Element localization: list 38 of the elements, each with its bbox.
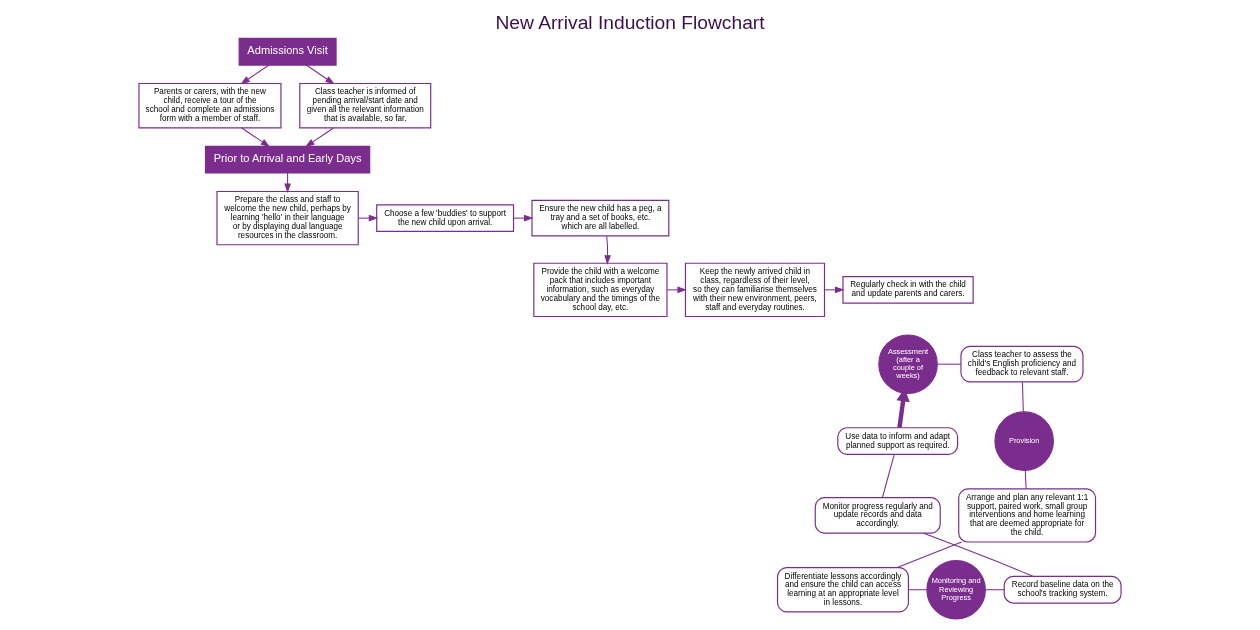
- arrow: [666, 286, 687, 294]
- arrow: [241, 127, 271, 148]
- connector: [984, 589, 1005, 591]
- connector: [1021, 381, 1024, 413]
- node-box: Differentiate lessons accordingly and ensure the child can access learning at an appropriate level in lessons.: [776, 566, 909, 613]
- connector: [923, 532, 1034, 577]
- arrow: [513, 214, 534, 222]
- arrow: [240, 64, 270, 85]
- diagram-title: New Arrival Induction Flowchart: [495, 12, 765, 34]
- node-box: Regularly check in with the child and update parents and carers.: [842, 275, 974, 304]
- arrow: [604, 235, 611, 265]
- arrow: [824, 286, 845, 294]
- arrow: [305, 127, 334, 148]
- connector: [1024, 469, 1027, 490]
- node-box: Prior to Arrival and Early Days: [204, 145, 371, 174]
- node-circle: Monitoring and Reviewing Progress: [926, 559, 986, 620]
- arrow: [284, 172, 291, 194]
- node-box: Arrange and plan any relevant 1:1 support, paired work, small group interventions and home learning that are deemed appropriate for the child.: [958, 488, 1097, 543]
- arrow: [305, 64, 335, 85]
- node-box: Admissions Visit: [238, 37, 337, 66]
- node-box: Class teacher to assess the child's English proficiency and feedback to relevant staff.: [960, 345, 1084, 383]
- node-box: Choose a few 'buddies' to support the new child upon arrival.: [376, 204, 515, 232]
- node-box: Class teacher is informed of pending arrival/start date and given all the relevant information that is available, so far.: [299, 82, 432, 129]
- node-circle: Assessment (after a couple of weeks): [878, 334, 938, 394]
- node-box: Prepare the class and staff to welcome the new child, perhaps by learning 'hello' in their language or by displaying dual language resources in the classroom.: [216, 190, 359, 246]
- connector: [896, 541, 963, 569]
- arrow: [357, 214, 379, 222]
- connector: [936, 363, 962, 365]
- node-box: Use data to inform and adapt planned support as required.: [837, 427, 959, 455]
- node-box: Ensure the new child has a peg, a tray and a set of books, etc. which are all labelled.: [531, 199, 670, 237]
- node-box: Monitor progress regularly and update records and data accordingly.: [814, 497, 941, 534]
- connector: [908, 589, 928, 591]
- node-box: Record baseline data on the school's tracking system.: [1003, 575, 1122, 604]
- node-circle: Provision: [994, 411, 1054, 471]
- node-box: Parents or carers, with the new child, receive a tour of the school and complete an admissions form with a member of staff.: [138, 82, 282, 129]
- node-box: Keep the newly arrived child in class, regardless of their level, so they can familiarise themselves with their new environment, peers, staff and everyday routines.: [684, 262, 826, 318]
- node-box: Provide the child with a welcome pack that includes important information, such as everyday vocabulary and the timings of the school day, etc.: [533, 262, 668, 318]
- connector: [881, 454, 895, 498]
